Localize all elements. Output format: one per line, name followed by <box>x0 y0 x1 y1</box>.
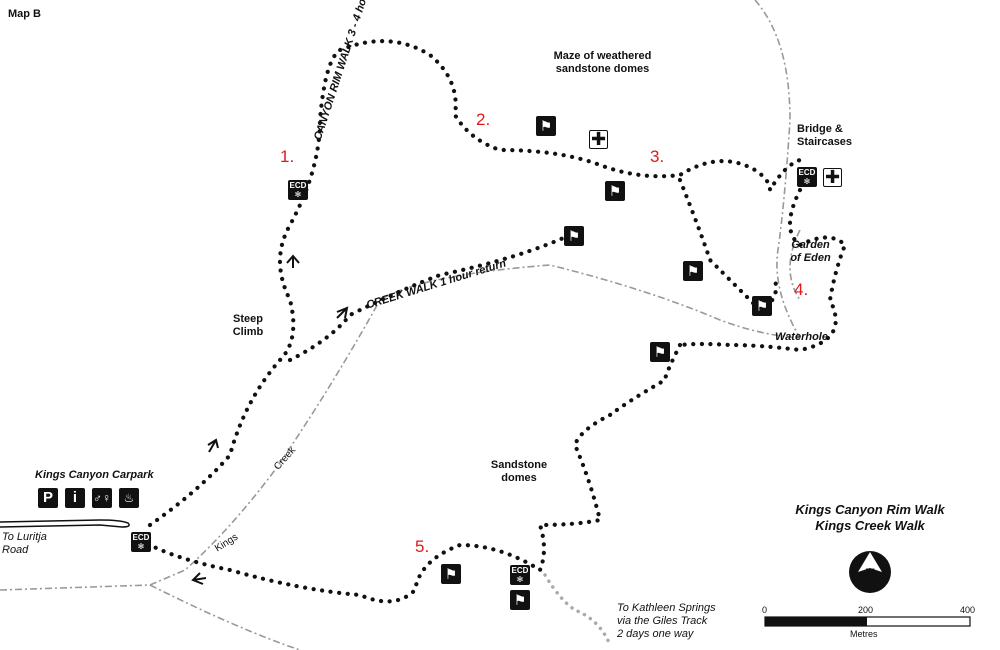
label-carpark: Kings Canyon Carpark <box>35 469 154 481</box>
lookout-icon: ⚑ <box>510 590 530 610</box>
road-line <box>0 519 130 528</box>
creek-lines <box>0 0 801 650</box>
north-label: N <box>864 565 875 581</box>
first-aid-icon: ✚ <box>823 167 842 187</box>
parking-icon: P <box>38 488 58 508</box>
ecd-icon: ECD✻ <box>797 167 817 187</box>
lookout-icon: ⚑ <box>605 181 625 201</box>
info-icon: i <box>65 488 85 508</box>
waypoint-5: 5. <box>415 537 430 556</box>
lookout-icon: ⚑ <box>752 296 772 316</box>
rim-walk-path <box>147 39 803 528</box>
return-path <box>147 342 683 604</box>
lookout-icon: ⚑ <box>441 564 461 584</box>
north-arrow-icon <box>849 551 891 593</box>
creek-walk-path <box>287 232 573 363</box>
lookout-icon: ⚑ <box>536 116 556 136</box>
scale-tick-200: 200 <box>858 605 874 615</box>
label-bridge: Bridge &Staircases <box>797 123 853 148</box>
waypoint-4: 4. <box>794 280 809 299</box>
ecd-icon: ECD✻ <box>510 565 530 585</box>
toilets-icon: ♂♀ <box>92 488 112 508</box>
waypoint-2: 2. <box>476 110 491 129</box>
scale-tick-0: 0 <box>762 605 768 615</box>
waypoint-1: 1. <box>280 147 295 166</box>
scale-bar <box>764 616 971 627</box>
ecd-icon: ECD✻ <box>288 180 308 200</box>
lookout-icon: ⚑ <box>564 226 584 246</box>
lookout-icon: ⚑ <box>683 261 703 281</box>
lookout-icon: ⚑ <box>650 342 670 362</box>
waypoint-3: 3. <box>650 147 665 166</box>
scale-unit: Metres <box>850 629 878 639</box>
label-waterhole: Waterhole <box>775 331 828 343</box>
giles-track <box>543 573 612 647</box>
scale-tick-400: 400 <box>960 605 976 615</box>
map-title: Map B <box>8 8 41 20</box>
direction-arrows <box>191 254 349 585</box>
trails <box>147 39 848 604</box>
ecd-icon: ECD✻ <box>131 532 151 552</box>
first-aid-icon: ✚ <box>589 129 608 149</box>
water-tap-icon: ♨ <box>119 488 139 508</box>
map-legend-title: Kings Canyon Rim Walk Kings Creek Walk <box>795 502 945 533</box>
